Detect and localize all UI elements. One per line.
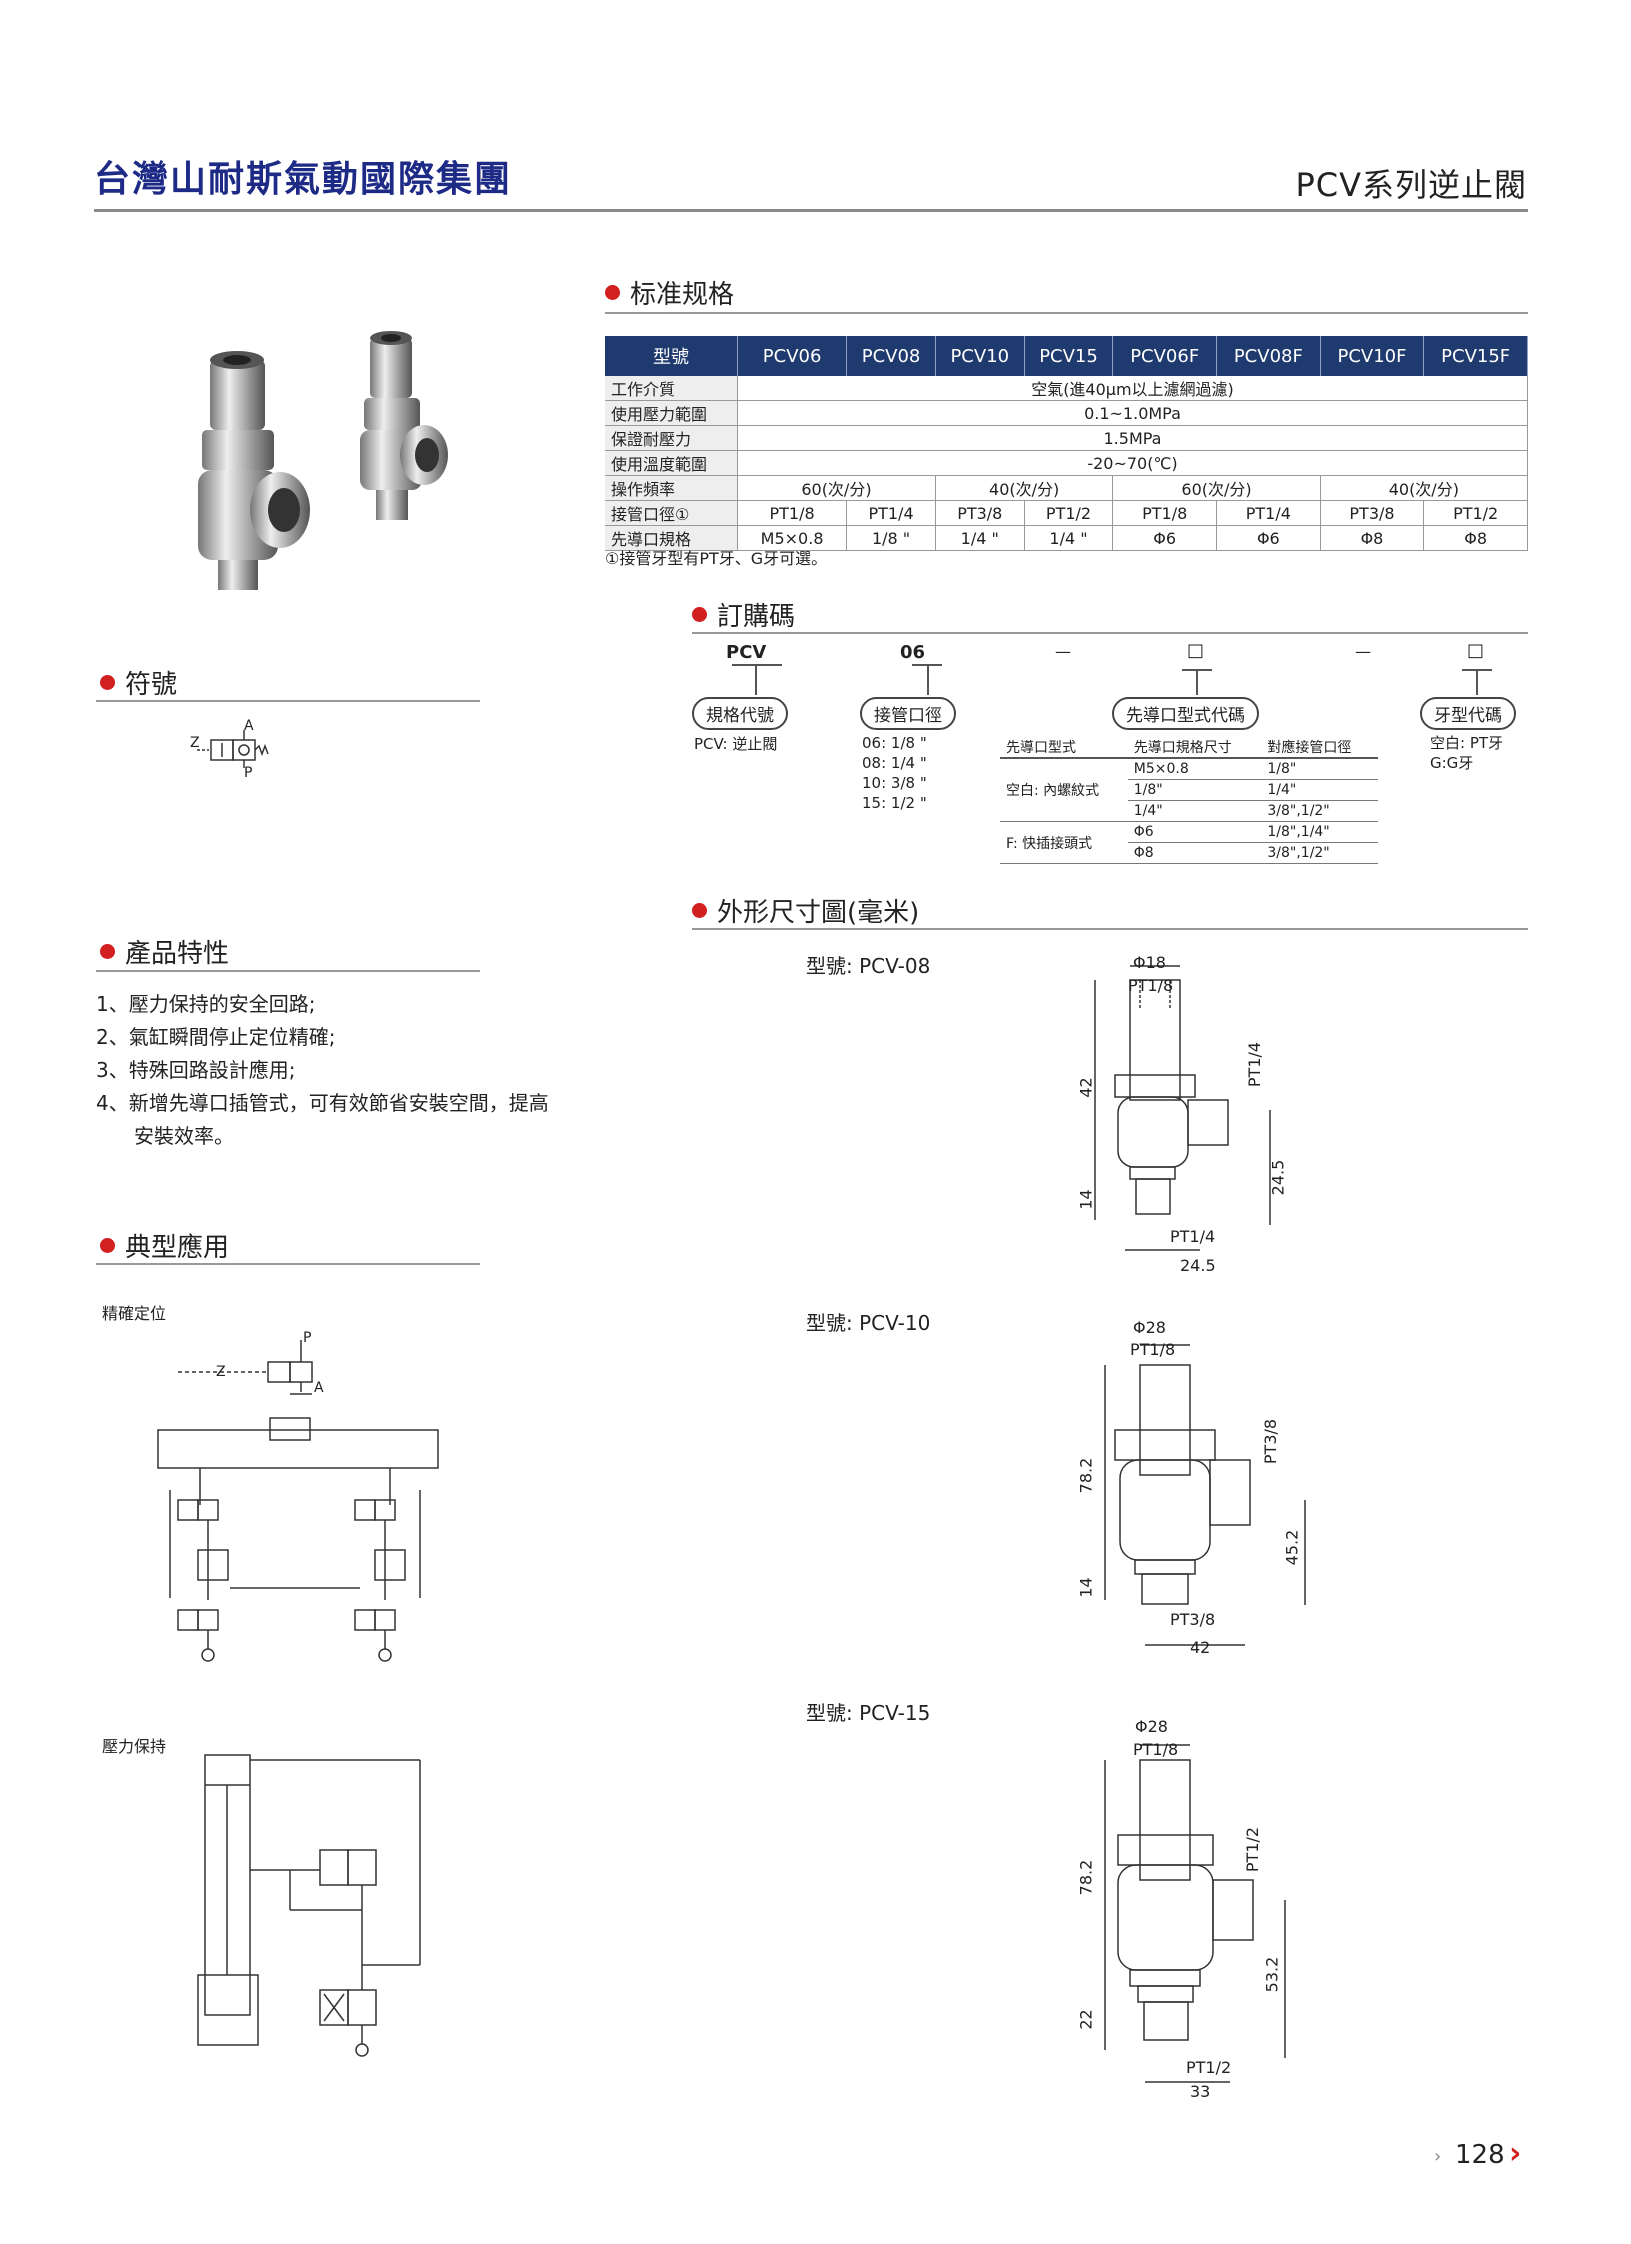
list-item: 2、氣缸瞬間停止定位精確; xyxy=(96,1025,336,1049)
page-arrow-icon: › xyxy=(1509,2136,1522,2171)
page-number: 128 xyxy=(1455,2140,1505,2170)
spec-header-row: 型號 PCV06 PCV08 PCV10 PCV15 PCV06F PCV08F… xyxy=(605,336,1528,376)
features-list: 1、壓力保持的安全回路; 2、氣缸瞬間停止定位精確; 3、特殊回路設計應用; 4… xyxy=(96,988,636,1153)
dim-label: PT3/8 xyxy=(1170,1610,1216,1629)
order-thread-desc: 空白: PT牙 G:G牙 xyxy=(1430,734,1504,772)
apps-heading: 典型應用 xyxy=(100,1227,229,1264)
dim-label: Φ28 xyxy=(1135,1717,1168,1736)
dim-label: 53.2 xyxy=(1262,1956,1282,1993)
table-row: 先導口型式 先導口規格尺寸 對應接管口徑 xyxy=(1000,737,1378,759)
dim-label: 22 xyxy=(1076,2009,1096,2030)
dim-label: 42 xyxy=(1190,1638,1211,1657)
dim-label: PT1/2 xyxy=(1186,2058,1232,2077)
circuit-z-label: Z xyxy=(216,1364,226,1380)
model-pcv-08: 型號: PCV-08 xyxy=(806,954,931,978)
list-item: 1、壓力保持的安全回路; xyxy=(96,992,316,1016)
dim-label: 24.5 xyxy=(1180,1256,1216,1275)
dim-label: 33 xyxy=(1190,2082,1211,2101)
circuit-a-label: A xyxy=(314,1380,324,1396)
order-pill-port: 接管口徑 xyxy=(860,697,956,730)
dim-label: 14 xyxy=(1076,1577,1096,1598)
symbol-z-label: Z xyxy=(190,735,200,751)
dim-label: 78.2 xyxy=(1076,1859,1096,1896)
dim-label: 42 xyxy=(1076,1077,1096,1098)
order-heading: 訂購碼 xyxy=(692,596,795,633)
dim-label: PT1/2 xyxy=(1243,1826,1263,1873)
brand-title: 台灣山耐斯氣動國際集團 xyxy=(94,159,513,200)
dim-label: PT3/8 xyxy=(1261,1418,1281,1465)
precise-positioning-circuit xyxy=(157,1340,439,1662)
dim-label: PT1/4 xyxy=(1245,1041,1265,1088)
order-code-series: PCV xyxy=(726,642,767,663)
app-pressure-label: 壓力保持 xyxy=(102,1737,167,1756)
pressure-holding-circuit xyxy=(197,1754,421,2057)
dim-label: Φ18 xyxy=(1133,953,1166,972)
order-code-size: 06 xyxy=(900,642,926,663)
dim-label: 78.2 xyxy=(1076,1457,1096,1494)
spec-heading: 标准规格 xyxy=(605,274,734,311)
dim-label: Φ28 xyxy=(1133,1318,1166,1337)
order-code-thread: □ xyxy=(1467,640,1485,661)
symbol-heading: 符號 xyxy=(100,664,177,701)
drawing-pcv-15 xyxy=(1104,1744,1286,2083)
bullet-icon xyxy=(692,607,707,622)
order-pill-pilot: 先導口型式代碼 xyxy=(1112,697,1259,730)
dim-label: PT1/4 xyxy=(1170,1227,1216,1246)
order-code-pilot: □ xyxy=(1187,640,1205,661)
bullet-icon xyxy=(100,1238,115,1253)
list-item: 安裝效率。 xyxy=(134,1124,234,1148)
bullet-icon xyxy=(692,903,707,918)
spec-note: ①接管牙型有PT牙、G牙可選。 xyxy=(605,549,828,568)
table-row: 操作頻率 60(次/分) 40(次/分) 60(次/分) 40(次/分) xyxy=(605,475,1529,501)
dim-label: PT1/8 xyxy=(1128,976,1174,995)
table-row: 使用溫度範圍-20~70(℃) xyxy=(605,450,1528,476)
table-row: 工作介質空氣(進40μm以上濾網過濾) xyxy=(605,376,1528,401)
features-heading: 產品特性 xyxy=(100,933,229,970)
product-photo xyxy=(198,331,448,590)
order-port-desc: 06: 1/8 " 08: 1/4 " 10: 3/8 " 15: 1/2 " xyxy=(862,734,927,812)
bullet-icon xyxy=(100,675,115,690)
page-chevron-icon: › xyxy=(1434,2146,1442,2167)
model-pcv-10: 型號: PCV-10 xyxy=(806,1311,931,1335)
order-spec-desc: PCV: 逆止閥 xyxy=(694,735,778,753)
header-rule xyxy=(94,209,1528,212)
table-row: 1/8"1/4" xyxy=(1000,779,1378,801)
order-dash: — xyxy=(1055,642,1071,661)
circuit-p-label: P xyxy=(303,1330,312,1346)
list-item: 4、新增先導口插管式，可有效節省安裝空間，提高 xyxy=(96,1091,549,1115)
dim-label: 45.2 xyxy=(1282,1529,1302,1566)
spec-table: 型號 PCV06 PCV08 PCV10 PCV15 PCV06F PCV08F… xyxy=(605,336,1529,551)
series-title: PCV系列逆止閥 xyxy=(1295,166,1527,204)
dim-label: PT1/8 xyxy=(1130,1340,1176,1359)
valve-symbol xyxy=(197,730,269,768)
dim-label: 24.5 xyxy=(1268,1159,1288,1196)
dim-label: PT1/8 xyxy=(1133,1740,1179,1759)
app-precise-label: 精確定位 xyxy=(102,1304,167,1323)
symbol-p-label: P xyxy=(244,765,253,781)
drawing-pcv-08 xyxy=(1094,965,1271,1251)
model-pcv-15: 型號: PCV-15 xyxy=(806,1701,931,1725)
order-pill-spec: 規格代號 xyxy=(692,697,788,730)
table-row: 1/4"3/8",1/2" xyxy=(1000,800,1378,822)
drawing-pcv-10 xyxy=(1104,1344,1306,1646)
bullet-icon xyxy=(605,285,620,300)
order-dash: — xyxy=(1355,642,1371,661)
list-item: 3、特殊回路設計應用; xyxy=(96,1058,296,1082)
dims-heading: 外形尺寸圖(毫米) xyxy=(692,892,919,929)
symbol-a-label: A xyxy=(244,718,254,734)
order-code-connectors xyxy=(732,664,1492,695)
dim-label: 14 xyxy=(1076,1189,1096,1210)
order-pill-thread: 牙型代碼 xyxy=(1420,697,1516,730)
bullet-icon xyxy=(100,944,115,959)
